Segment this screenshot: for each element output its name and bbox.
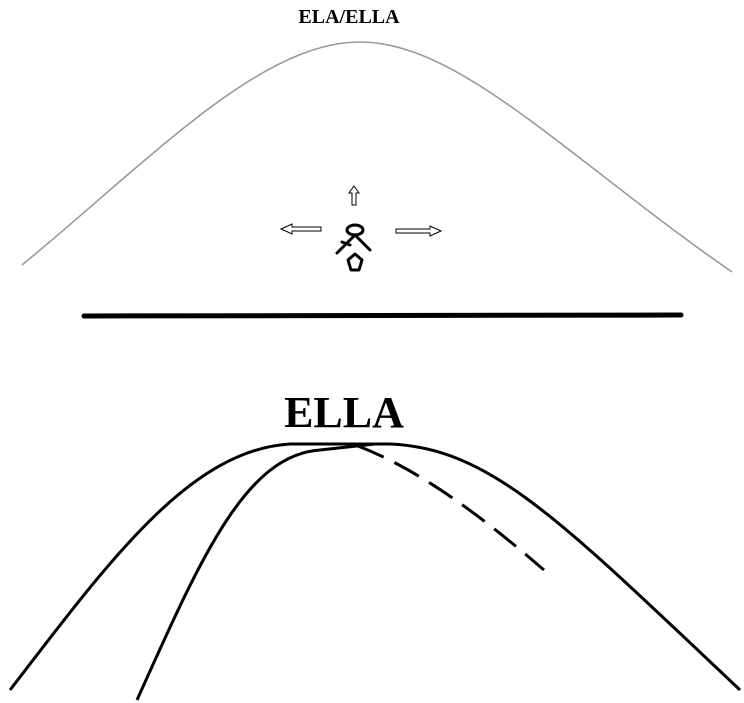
bottom-inner-curve xyxy=(137,444,375,700)
person-icon xyxy=(337,225,370,270)
bottom-dashed-branch xyxy=(358,446,544,570)
bottom-outer-curve xyxy=(10,444,740,690)
right-arrow-icon xyxy=(396,226,441,236)
up-arrow-icon xyxy=(349,186,359,205)
top-bell-curve xyxy=(22,42,732,272)
top-panel-title: ELA/ELLA xyxy=(0,6,698,29)
divider-line xyxy=(84,315,681,316)
bottom-panel-title: ELLA xyxy=(0,387,688,438)
left-arrow-icon xyxy=(281,224,321,234)
